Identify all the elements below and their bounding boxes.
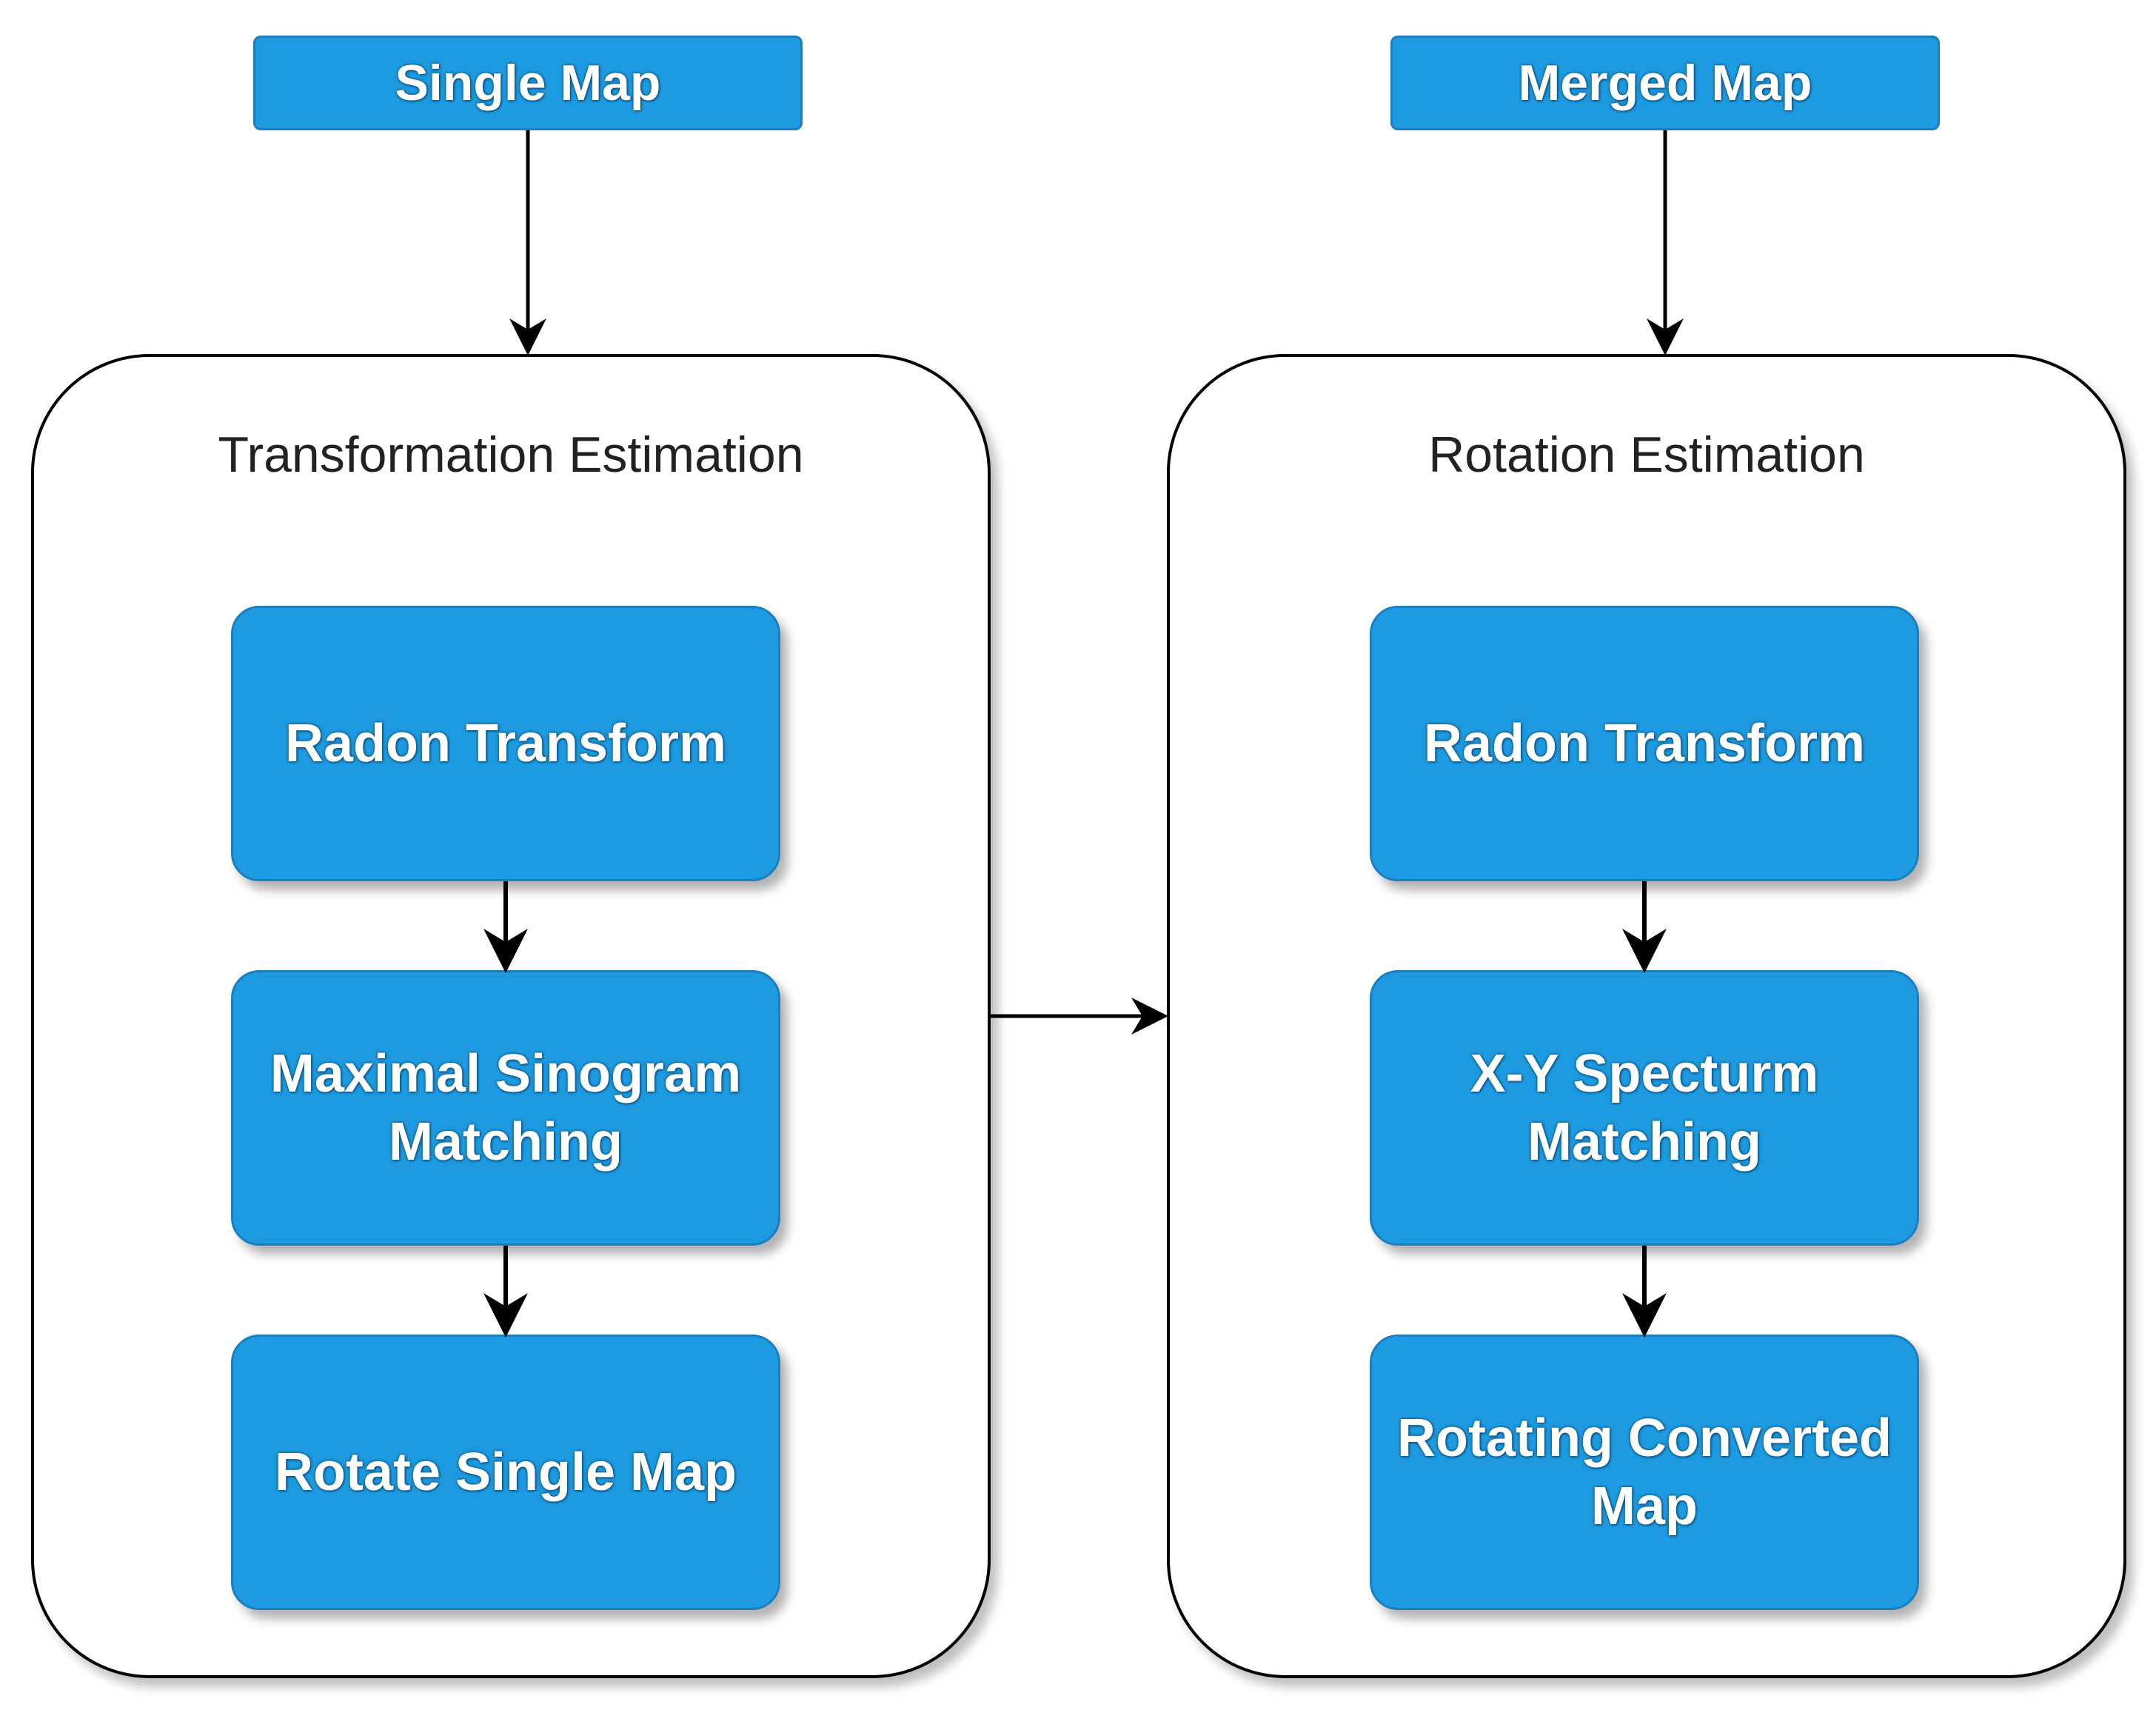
left-radon-transform-node: Radon Transform	[231, 606, 780, 881]
rotate-single-map-node: Rotate Single Map	[231, 1335, 780, 1610]
merged-map-node: Merged Map	[1390, 36, 1940, 130]
xy-spectrum-matching-node: X-Y Specturm Matching	[1370, 970, 1919, 1246]
transformation-estimation-title: Transformation Estimation	[218, 427, 804, 483]
rotating-converted-map-node: Rotating Converted Map	[1370, 1335, 1919, 1610]
maximal-sinogram-matching-node: Maximal Sinogram Matching	[231, 970, 780, 1246]
right-radon-transform-node: Radon Transform	[1370, 606, 1919, 881]
single-map-node: Single Map	[253, 36, 803, 130]
rotation-estimation-title: Rotation Estimation	[1428, 427, 1865, 483]
